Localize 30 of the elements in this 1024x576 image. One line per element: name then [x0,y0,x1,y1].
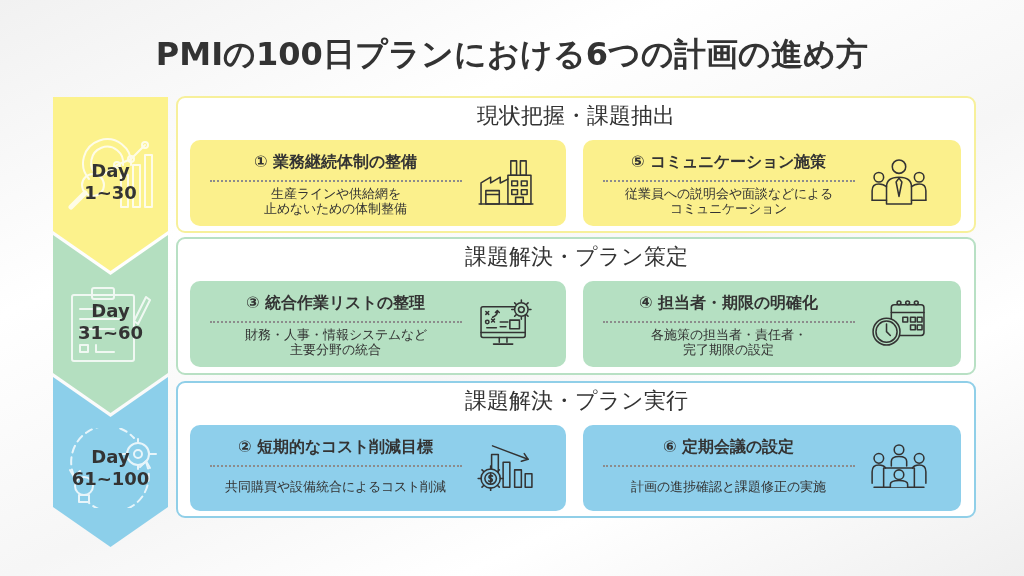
card-description: 計画の進捗確認と課題修正の実施 [631,478,826,494]
card-heading: ③ 統合作業リストの整理 [245,292,426,313]
panel-heading: 現状把握・課題抽出 [477,103,675,129]
phase-panel [176,237,976,375]
phase-label: Day 1~30 [84,160,137,204]
task-card [189,139,566,226]
phase-banner [53,377,168,547]
card-heading: ④ 担当者・期限の明確化 [638,292,819,313]
panel-heading: 課題解決・プラン実行 [464,388,688,414]
panel-heading: 課題解決・プラン策定 [464,244,688,270]
phase-banner [53,97,168,271]
card-description: 各施策の担当者・責任者・完了期限の設定 [650,327,807,357]
task-card [189,424,566,511]
card-description: 生産ラインや供給網を止めないための体制整備 [264,186,407,216]
phase-label: Day 31~60 [77,300,144,344]
card-description: 従業員への説明会や面談などによるコミュニケーション [624,186,833,216]
card-heading: ⑥ 定期会議の設定 [662,436,795,457]
phase-panel [176,381,976,518]
phase-label: Day 61~100 [71,446,150,490]
card-heading: ② 短期的なコスト削減目標 [237,436,434,457]
task-card [582,280,961,367]
task-card [582,139,961,226]
card-heading: ⑤ コミュニケーション施策 [630,151,827,172]
card-description: 共同購買や設備統合によるコスト削減 [225,478,446,494]
page-title: PMIの100日プランにおける6つの計画の進め方 [155,34,869,74]
card-description: 財務・人事・情報システムなど主要分野の統合 [244,327,427,357]
task-card [582,424,961,511]
phase-panel [176,96,976,233]
task-card [189,280,566,367]
card-heading: ① 業務継続体制の整備 [253,151,418,172]
